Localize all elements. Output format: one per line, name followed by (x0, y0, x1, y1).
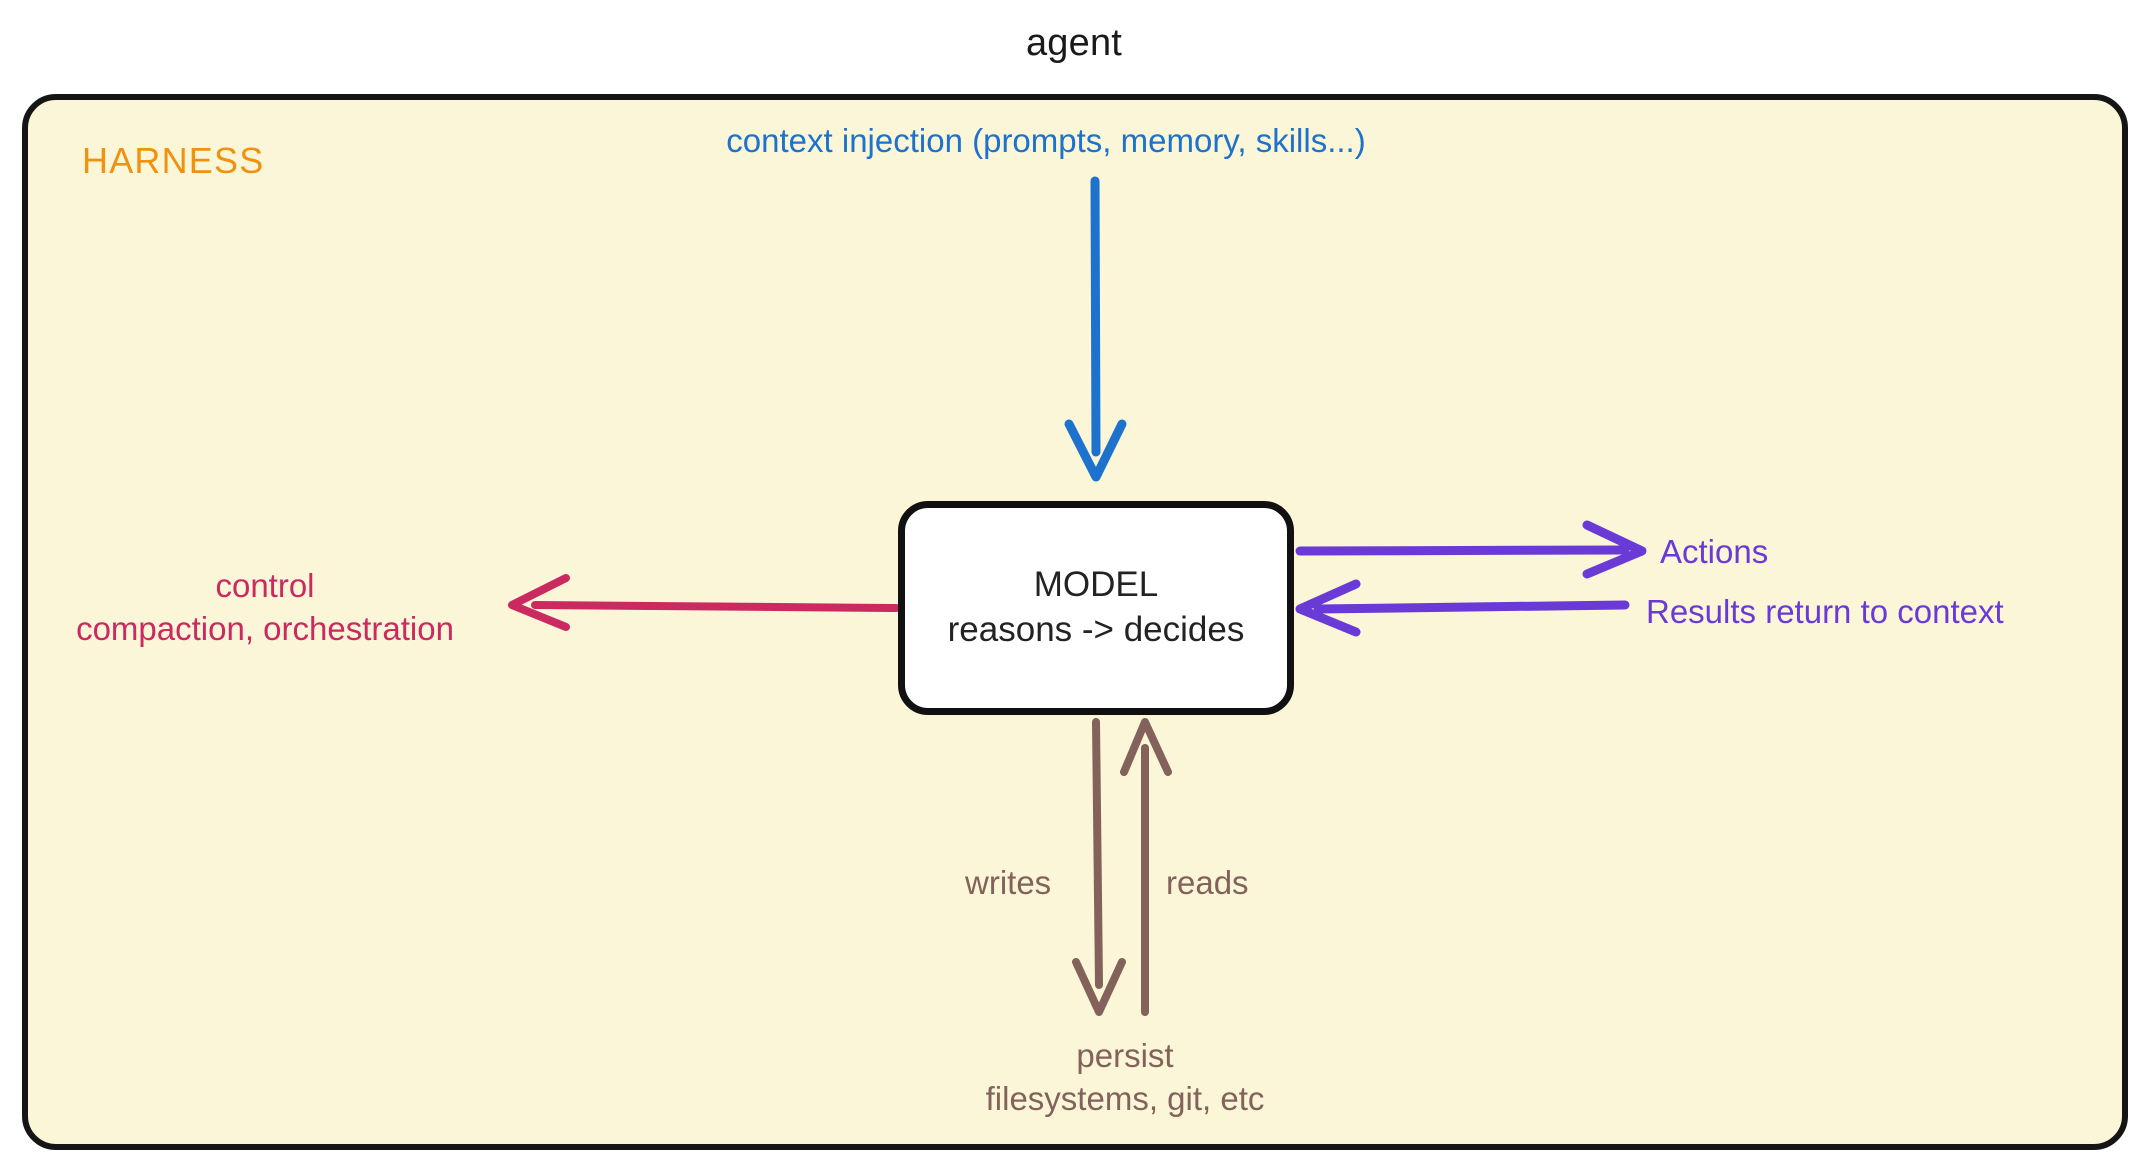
context-injection-label-text: context injection (prompts, memory, skil… (726, 122, 1366, 159)
persist-node-subtitle: filesystems, git, etc (985, 1079, 1265, 1117)
actions-label: Actions (1660, 533, 1769, 570)
context-injection-label: context injection (prompts, memory, skil… (0, 120, 2148, 163)
harness-label: HARNESS (82, 140, 265, 181)
model-node-subtitle: reasons -> decides (947, 610, 1245, 649)
model-node[interactable]: MODEL reasons -> decides (898, 501, 1294, 715)
control-label-line1: control (215, 567, 315, 604)
results-label: Results return to context (1646, 593, 2004, 630)
control-label: control compaction, orchestration (30, 565, 500, 651)
persist-node: persist filesystems, git, etc (830, 1035, 1420, 1121)
reads-label: reads (1166, 864, 1249, 901)
control-label-line2: compaction, orchestration (76, 609, 454, 647)
persist-node-title: persist (1076, 1037, 1174, 1074)
model-node-title: MODEL (1033, 565, 1159, 605)
writes-label: writes (965, 864, 1052, 901)
diagram-title: agent (1025, 22, 1123, 64)
